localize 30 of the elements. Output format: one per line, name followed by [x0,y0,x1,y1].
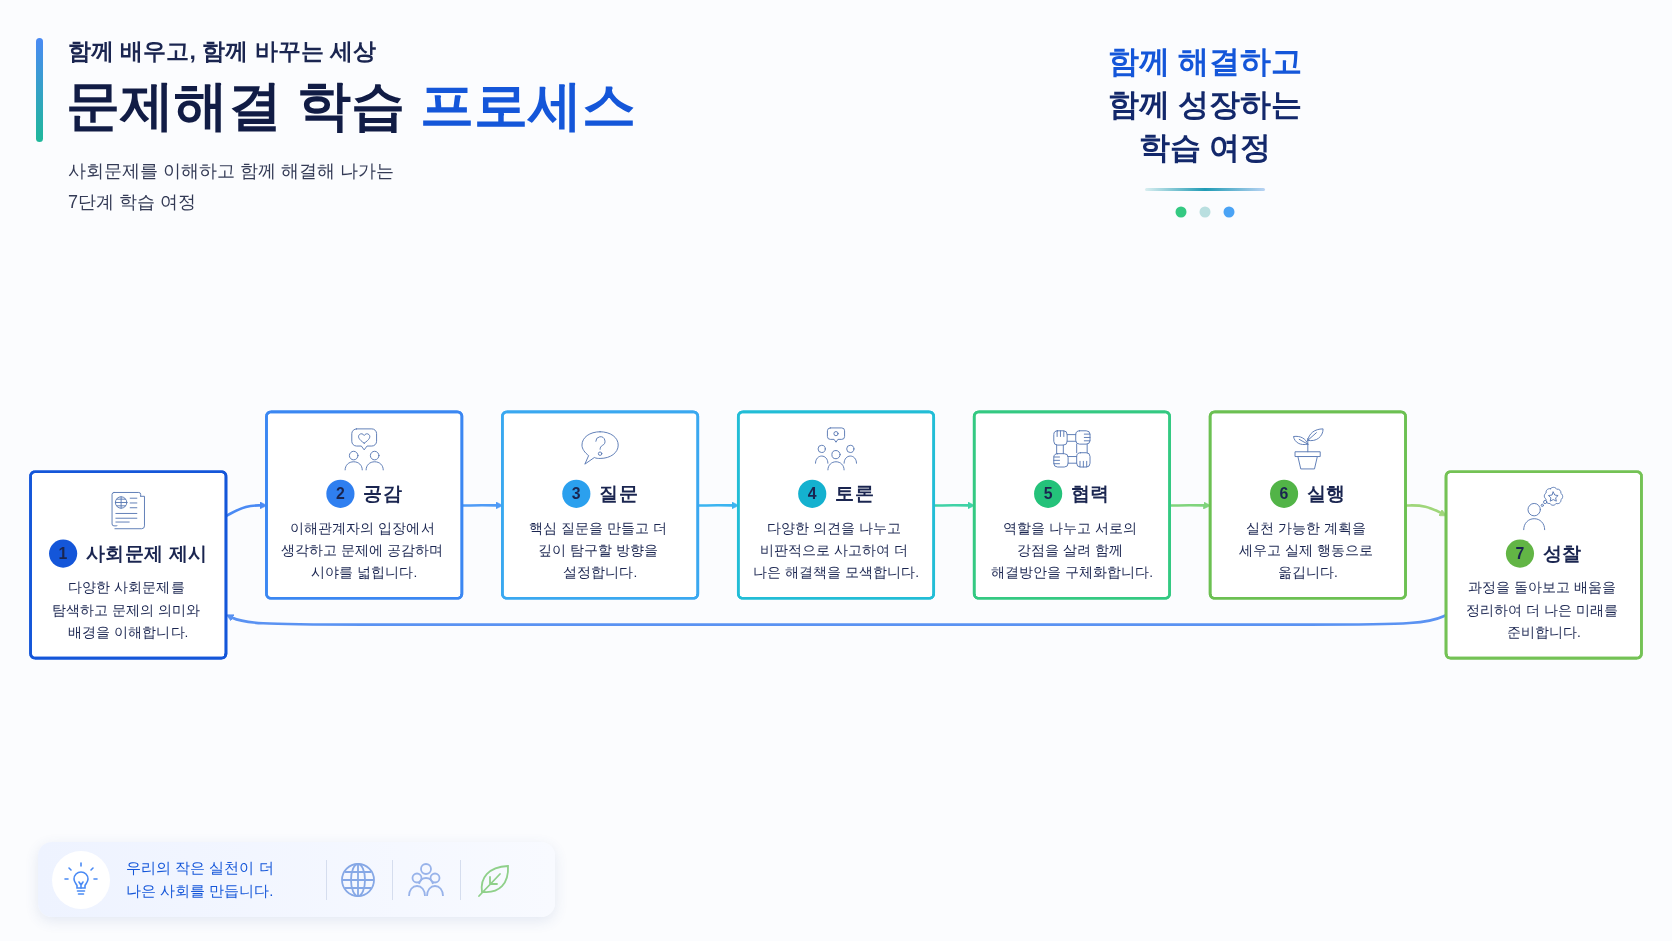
step-description: 다양한 사회문제를 탐색하고 문제의 의미와 배경을 이해합니다. [51,579,202,642]
step-title: 공감 [363,482,403,505]
step-box [1208,410,1407,600]
step-box [29,470,228,660]
step-box [1444,470,1643,660]
arrow [1170,501,1211,510]
step-title: 실행 [1307,482,1346,505]
step-description: 다양한 의견을 나누고 비판적으로 사고하여 더 나은 해결책을 모색합니다. [752,519,920,583]
step-title: 토론 [835,482,874,505]
step-title: 성찰 [1542,542,1582,565]
step-description: 실천 가능한 계획을 세우고 실제 행동으로 옮깁니다. [1237,519,1375,583]
step-description: 과정을 돌아보고 배움을 정리하여 더 나은 미래를 준비합니다. [1464,579,1619,642]
step-title: 사회문제 제시 [86,542,208,565]
step-box [265,410,464,600]
subtitle-text: 사회문제를 이해하고 함께 해결해 나가는 7단계 학습 여정 [68,160,395,214]
slogan-text: 함께 해결하고 함께 성장하는 학습 여정 [1106,43,1304,167]
arrow [226,613,1447,626]
step-description: 역할을 나누고 서로의 강점을 살려 함께 해결방안을 구체화합니다. [989,519,1155,583]
step-description: 이해관계자의 입장에서 생각하고 문제에 공감하며 시야를 넓힙니다. [280,519,445,583]
step-title: 협력 [1071,482,1110,505]
arrow [934,501,975,510]
step-title: 질문 [599,482,638,505]
diagram-title: 문제해결 학습 프로세스 [66,74,636,137]
step-description: 핵심 질문을 만들고 더 깊이 탐구할 방향을 설정합니다. [528,519,669,583]
step-box [972,410,1171,600]
step-box [736,410,936,600]
arrow [1405,504,1447,517]
note-text: 우리의 작은 실천이 더 나은 사회를 만듭니다. [126,858,275,901]
kicker-text: 함께 배우고, 함께 바꾸는 세상 [68,37,376,66]
step-box [501,410,700,600]
